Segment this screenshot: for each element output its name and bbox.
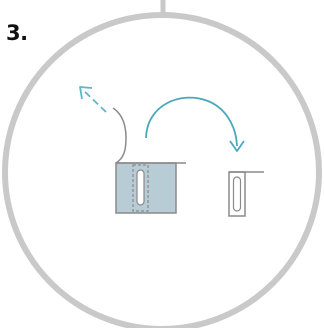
step-number: 3. [6,21,28,45]
flip-over-arrow-icon [145,96,245,152]
folded-piece-slot [232,176,242,212]
dashed-slot-outline [132,164,149,212]
card-with-backing [112,107,186,214]
step-circle-frame [2,12,322,328]
card-slot [136,169,145,206]
folded-piece [228,171,264,217]
card-body [115,162,177,214]
peeling-backing-line [112,107,127,164]
peel-off-arrow-icon [79,86,107,113]
